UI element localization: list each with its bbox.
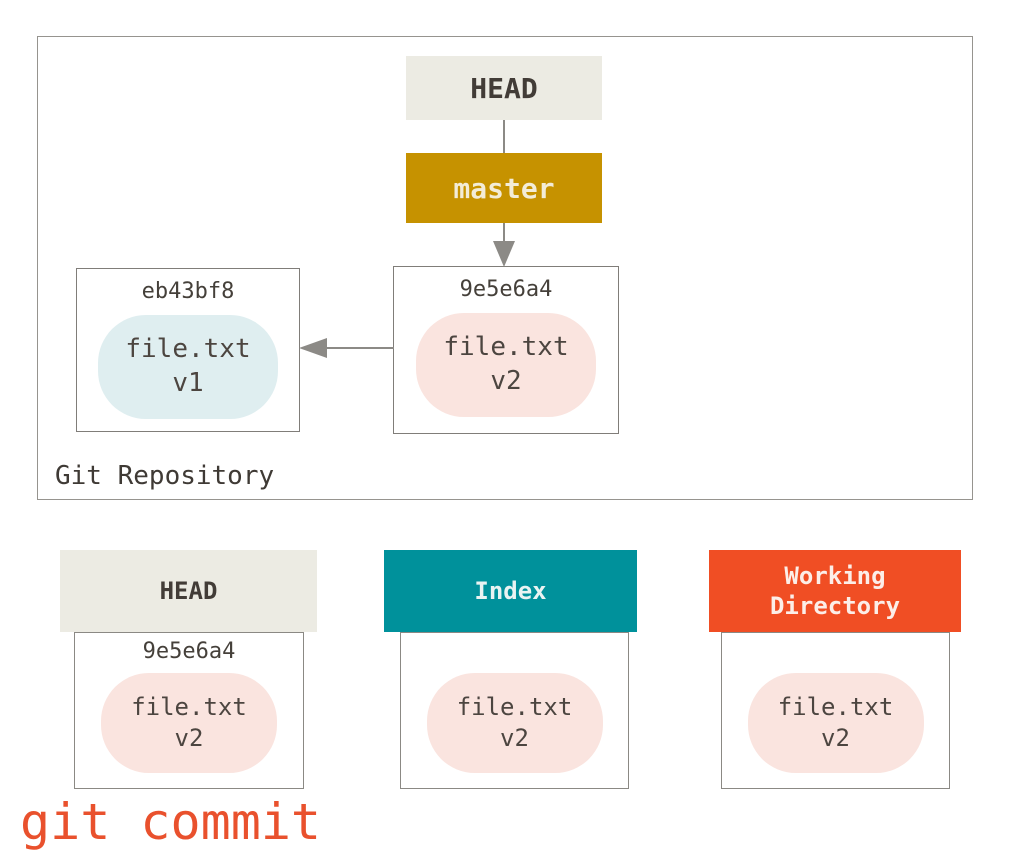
tree-header-working-directory: Working Directory: [709, 550, 961, 632]
master-branch-label: master: [453, 171, 555, 205]
commit-box-eb43bf8: eb43bf8 file.txt v1: [76, 268, 300, 432]
file-blob-v2: file.txt v2: [101, 673, 277, 773]
git-command-text: git commit: [20, 793, 322, 851]
blob-file-version: v2: [500, 724, 529, 752]
tree-body-working-directory: file.txt v2: [721, 632, 950, 789]
file-blob-v2: file.txt v2: [747, 673, 924, 773]
tree-header-index: Index: [384, 550, 637, 632]
tree-body-head: 9e5e6a4 file.txt v2: [74, 632, 304, 789]
blob-file-name: file.txt: [443, 332, 569, 363]
head-to-master-connector: [503, 120, 505, 153]
blob-file-name: file.txt: [125, 334, 251, 365]
git-repository-panel: HEAD master eb43bf8 file.txt v1 9e5e6a4 …: [37, 36, 973, 500]
master-to-commit-arrow-line: [503, 223, 505, 257]
tree-header-label: Index: [474, 577, 547, 605]
commit-hash: 9e5e6a4: [459, 277, 553, 302]
repo-panel-label: Git Repository: [55, 461, 275, 491]
blob-file-version: v2: [821, 724, 850, 752]
blob-file-version: v1: [172, 368, 204, 398]
file-blob-v1: file.txt v1: [98, 315, 278, 419]
head-ref-box: HEAD: [406, 56, 602, 120]
blob-file-version: v2: [490, 366, 522, 396]
tree-commit-hash: 9e5e6a4: [142, 639, 236, 664]
file-blob-v2: file.txt v2: [416, 313, 596, 417]
master-branch-box: master: [406, 153, 602, 223]
commit-box-9e5e6a4: 9e5e6a4 file.txt v2: [393, 266, 619, 434]
arrow-down-icon: [493, 241, 515, 267]
tree-header-label: Working Directory: [769, 562, 901, 620]
commit-hash: eb43bf8: [141, 279, 235, 304]
head-ref-label: HEAD: [470, 71, 538, 105]
arrow-left-icon: [299, 338, 327, 358]
file-blob-v2: file.txt v2: [426, 673, 603, 773]
blob-file-name: file.txt: [131, 692, 247, 721]
tree-header-head: HEAD: [60, 550, 317, 632]
tree-body-index: file.txt v2: [400, 632, 629, 789]
tree-header-label: HEAD: [159, 577, 218, 605]
blob-file-name: file.txt: [456, 692, 573, 721]
blob-file-version: v2: [174, 724, 204, 752]
commit-parent-arrow-line: [326, 347, 394, 349]
blob-file-name: file.txt: [777, 692, 894, 721]
